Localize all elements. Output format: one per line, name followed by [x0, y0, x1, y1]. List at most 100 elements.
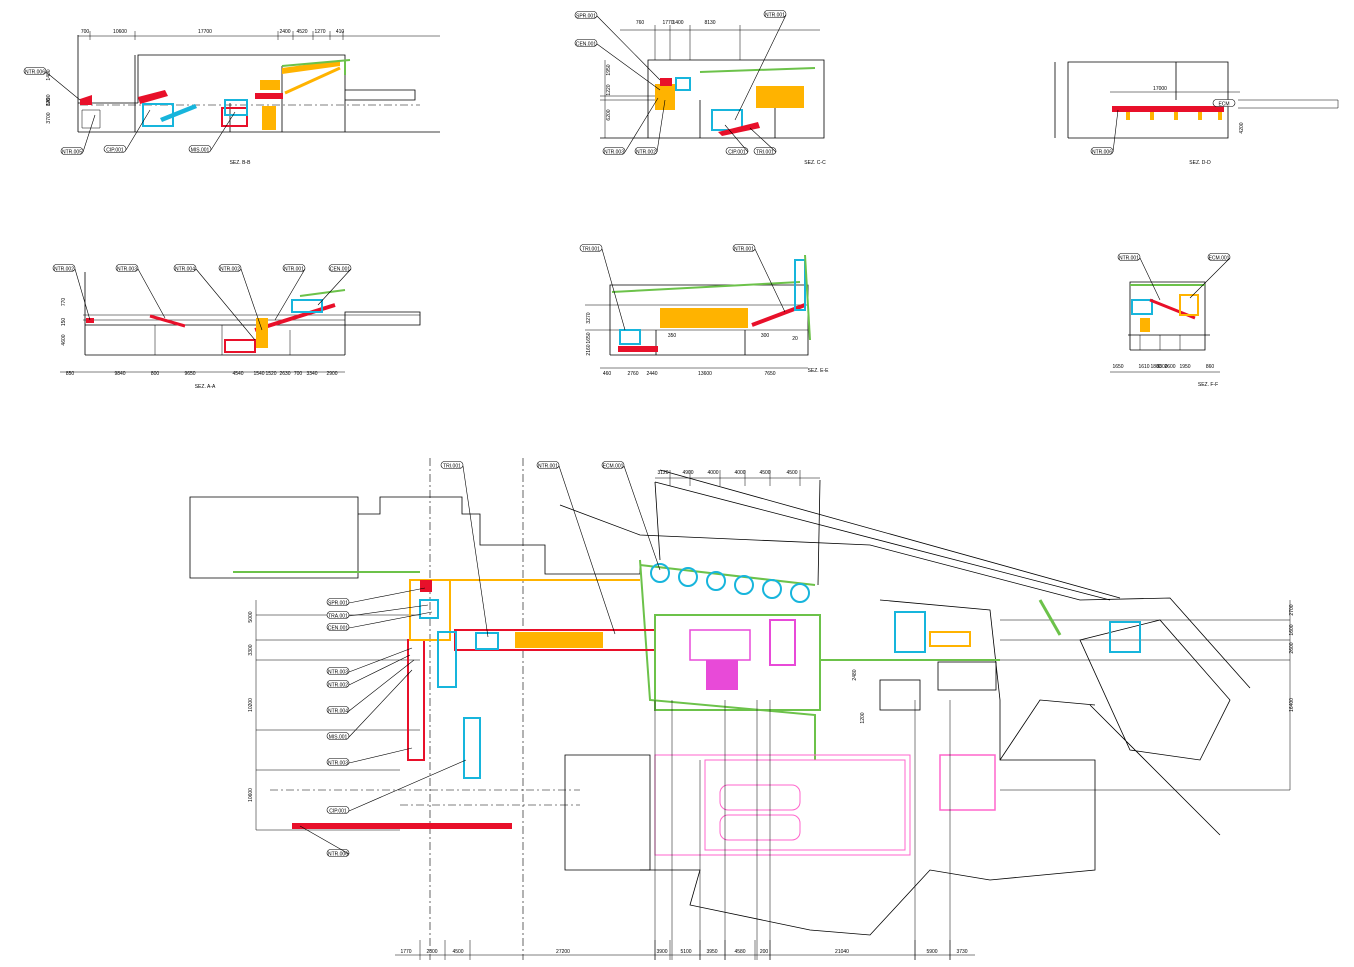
dimension-label: 27200 — [556, 949, 570, 955]
dimension-label: 1650 — [1112, 364, 1123, 370]
equipment-tag-label: ECM.001 — [603, 464, 624, 470]
equipment-tag-label: NTR.002 — [328, 683, 348, 689]
dimension-label: 1490 — [46, 94, 52, 105]
equipment-tag-label: NTR.005 — [62, 150, 82, 156]
equipment-tag-label: CEN.001 — [328, 626, 349, 632]
section-cc — [600, 25, 825, 139]
equipment-tag: ECM.001 — [1189, 253, 1231, 299]
dimension-label: 9840 — [114, 371, 125, 377]
equipment-tag: NTR.005 — [60, 114, 96, 156]
equipment-tag-label: TRA.001 — [328, 614, 348, 620]
equipment-tag: MIS.001 — [188, 111, 236, 154]
equipment-tag: TRA.001 — [326, 604, 429, 620]
equipment-tag: NTR.002 — [634, 99, 666, 156]
dimension-label: 2160 — [586, 344, 592, 355]
equipment-tag-label: NTR.001 — [284, 267, 304, 273]
equipment-tag: NTR.006 — [1090, 109, 1119, 156]
equipment-tag-label: TRI.001 — [756, 150, 774, 156]
equipment-tag-label: NTR.002 — [636, 150, 656, 156]
dimension-label: 460 — [603, 371, 612, 377]
equipment-tag: NTR.003 — [326, 647, 413, 676]
equipment-tag: MIS.001 — [326, 669, 413, 741]
section-caption: SEZ. E-E — [808, 368, 830, 374]
dimension-label: 1610 — [1138, 364, 1149, 370]
dimension-label: 4500 — [786, 470, 797, 476]
equipment-tag-label: NTR.003 — [117, 267, 137, 273]
equipment-tag: NTR.002 — [326, 654, 411, 689]
equipment-tag-label: NTR.003 — [328, 670, 348, 676]
dimension-label: 8300 — [1156, 364, 1167, 370]
dimension-label: 2900 — [326, 371, 337, 377]
equipment-tag-label: SPR.001 — [328, 601, 348, 607]
equipment-tag: SPR.001 — [574, 11, 661, 81]
dimension-label: 6200 — [606, 109, 612, 120]
dimension-label: 7650 — [764, 371, 775, 377]
dimension-label: 5900 — [926, 949, 937, 955]
dimension-label: 700 — [294, 371, 303, 377]
dimension-label: 21040 — [835, 949, 849, 955]
equipment-tag-label: NTR.004 — [175, 267, 195, 273]
section-caption: SEZ. B-B — [230, 160, 252, 166]
dimension-label: 1200 — [860, 712, 866, 723]
dimension-label: 17000 — [1153, 86, 1167, 92]
equipment-tag-label: TRI.001 — [443, 464, 461, 470]
equipment-tag: ECM — [1212, 99, 1236, 108]
equipment-tag-label: CIP.001 — [329, 809, 347, 815]
dimension-label: 1400 — [672, 20, 683, 26]
dimension-label: 1600 — [1289, 624, 1295, 635]
equipment-tag: NTR.006 — [299, 825, 350, 858]
dimension-label: 2480 — [852, 669, 858, 680]
equipment-tag-label: NTR.006 — [1092, 150, 1112, 156]
equipment-tag-label: NTR.004 — [328, 709, 348, 715]
equipment-tag-label: NTR.001 — [1119, 256, 1139, 262]
level-label: 300 — [761, 333, 770, 339]
dimension-label: 4000 — [707, 470, 718, 476]
section-caption: SEZ. A-A — [195, 384, 216, 390]
equipment-tag: CEN.001 — [317, 264, 352, 306]
equipment-tag-label: CEN.001 — [330, 267, 351, 273]
dimension-label: 2760 — [627, 371, 638, 377]
dimension-label: 1400 — [46, 69, 52, 80]
section-bb — [77, 31, 440, 133]
dimension-label: 10600 — [113, 29, 127, 35]
equipment-tag: CIP.001 — [103, 109, 151, 154]
equipment-tag: SPR.001 — [326, 587, 426, 607]
section-caption: SEZ. D-D — [1189, 160, 1211, 166]
dimension-label: 850 — [66, 371, 75, 377]
equipment-tag-label: CIP.001 — [728, 150, 746, 156]
equipment-tag-label: CIP.001 — [106, 148, 124, 154]
equipment-tag: TRI.001 — [579, 244, 626, 331]
dimension-label: 3270 — [586, 312, 592, 323]
dimension-label: 2600 — [1164, 364, 1175, 370]
dimension-label: 5100 — [680, 949, 691, 955]
dimension-label: 2440 — [646, 371, 657, 377]
dimension-label: 4200 — [1239, 122, 1245, 133]
equipment-tag: NTR.001 — [734, 10, 787, 121]
equipment-tag: CIP.001 — [724, 124, 749, 156]
dimension-label: 1270 — [314, 29, 325, 35]
dimension-label: 3340 — [306, 371, 317, 377]
section-dd — [1054, 61, 1339, 139]
dimension-label: 2600 — [1289, 642, 1295, 653]
equipment-tag: NTR.006 — [23, 67, 81, 101]
equipment-tag-label: NTR.003 — [604, 150, 624, 156]
dimension-label: 9650 — [184, 371, 195, 377]
section-caption: SEZ. F-F — [1198, 382, 1218, 388]
equipment-tag-label: NTR.001 — [765, 13, 785, 19]
dimension-label: 4540 — [232, 371, 243, 377]
equipment-tag: NTR.001 — [274, 264, 306, 321]
equipment-tag-label: NTR.002 — [220, 267, 240, 273]
plan-view — [189, 458, 1291, 960]
section-aa — [60, 272, 421, 373]
dimension-label: 13600 — [698, 371, 712, 377]
equipment-tag-label: ECM — [1218, 102, 1229, 108]
dimension-label: 4900 — [682, 470, 693, 476]
dimension-label: 2700 — [1289, 604, 1295, 615]
dimension-label: 1950 — [606, 64, 612, 75]
dimension-label: 4580 — [734, 949, 745, 955]
dimension-label: 10200 — [248, 698, 254, 712]
dimension-label: 4000 — [734, 470, 745, 476]
dimension-label: 1770 — [400, 949, 411, 955]
